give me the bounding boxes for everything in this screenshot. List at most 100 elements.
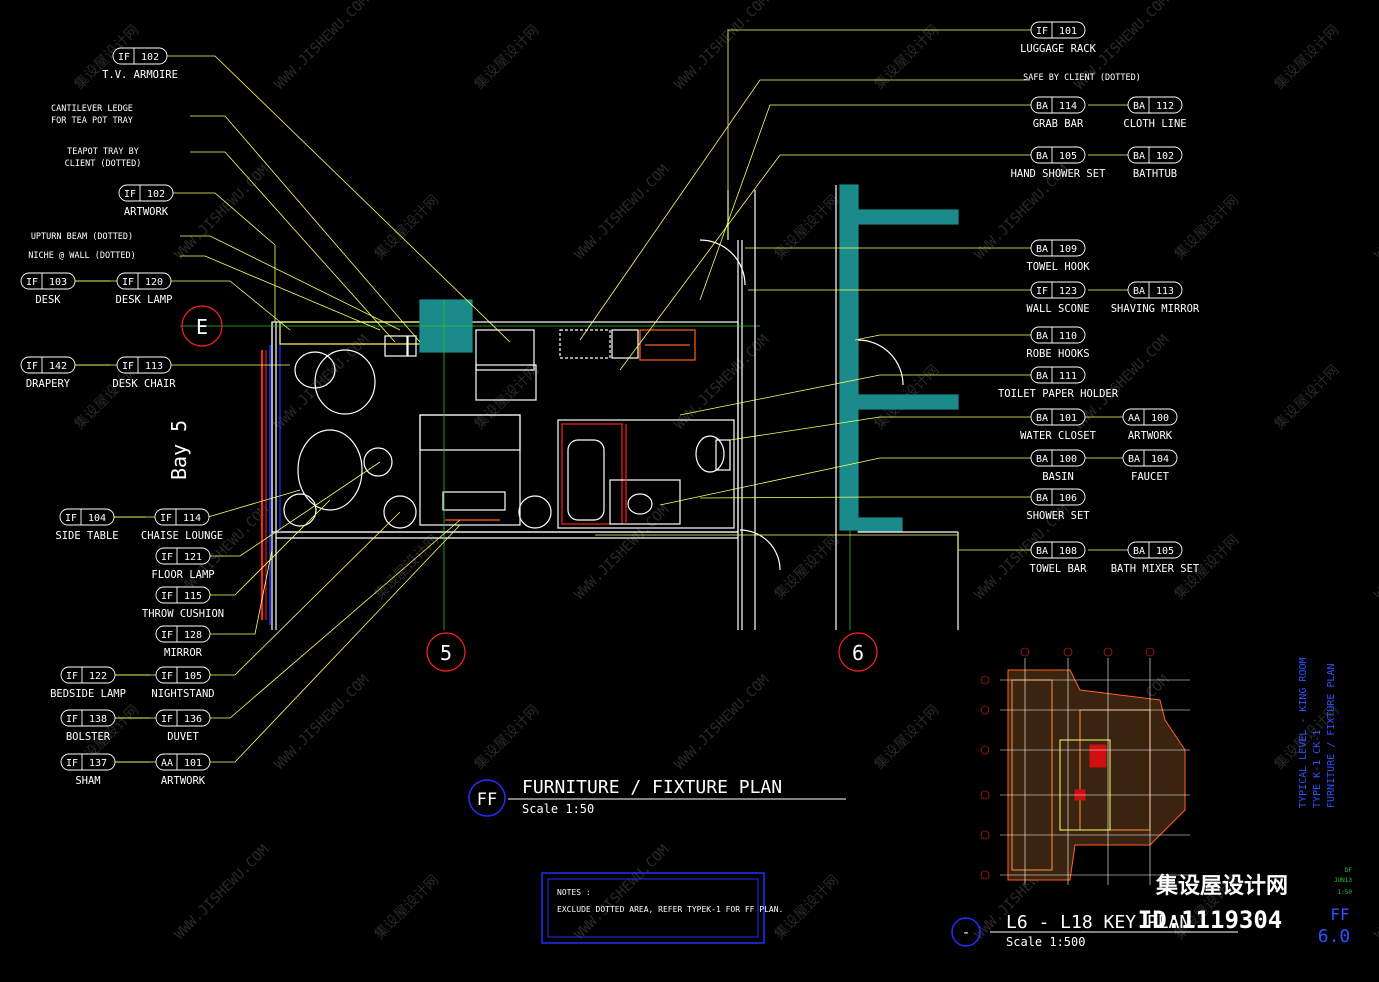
tag-number: 103	[49, 277, 67, 288]
watermark-text: 集设屋设计网	[371, 191, 442, 262]
tag-code: BA	[1036, 413, 1048, 424]
watermark-text: WWW.JISHEWU.COM	[572, 162, 673, 263]
upturn-note: UPTURN BEAM (DOTTED)	[31, 232, 133, 242]
tag-code: IF	[66, 714, 78, 725]
tag-label: SIDE TABLE	[55, 530, 118, 542]
grid-label-5: 5	[440, 641, 452, 665]
tag-label: NIGHTSTAND	[151, 688, 214, 700]
rev-2: JUN13	[1334, 877, 1352, 884]
tag-label: DESK LAMP	[116, 294, 173, 306]
tag-code: IF	[122, 361, 134, 372]
title-block: FF FURNITURE / FIXTURE PLAN Scale 1:50	[468, 777, 846, 817]
tag-label: TOWEL HOOK	[1026, 261, 1090, 273]
tag-label: ARTWORK	[124, 206, 169, 218]
tag-number: 101	[184, 758, 202, 769]
plan-title: FURNITURE / FIXTURE PLAN	[522, 777, 782, 798]
sheet-info: TYPICAL LEVEL - KING ROOM TYPE K-1 CK-1 …	[1298, 657, 1352, 947]
watermark-text: WWW.JISHEWU.COM	[672, 332, 773, 433]
watermark-text: WWW.JISHEWU.COM	[272, 332, 373, 433]
watermark-text: WWW.JISHEWU.COM	[1372, 502, 1379, 603]
watermark-text: 集设屋设计网	[771, 191, 842, 262]
watermark-text: WWW.JISHEWU.COM	[672, 672, 773, 773]
tag-code: BA	[1133, 286, 1145, 297]
tag-code: IF	[1036, 26, 1048, 37]
sheet-title-3: FURNITURE / FIXTURE PLAN	[1326, 664, 1337, 809]
tag-code: IF	[161, 630, 173, 641]
tag-number: 138	[89, 714, 107, 725]
tag-label: THROW CUSHION	[142, 608, 224, 620]
tag-number: 108	[1059, 546, 1077, 557]
tag-label: DUVET	[167, 731, 199, 743]
safe-note: SAFE BY CLIENT (DOTTED)	[1023, 73, 1141, 83]
teapot-note-line2: CLIENT (DOTTED)	[65, 159, 142, 169]
tag-code: BA	[1036, 371, 1048, 382]
tag-code: IF	[1036, 286, 1048, 297]
leader-lines	[48, 29, 1128, 763]
plain-notes: SAFE BY CLIENT (DOTTED) CANTILEVER LEDGE…	[28, 73, 1141, 261]
tag-label: TOWEL BAR	[1030, 563, 1088, 575]
tag-label: CHAISE LOUNGE	[141, 530, 223, 542]
watermark-text: 集设屋设计网	[371, 531, 442, 602]
tag-number: 112	[1156, 101, 1174, 112]
sheet-title-1: TYPICAL LEVEL - KING ROOM	[1298, 657, 1309, 808]
watermark-text: 集设屋设计网	[471, 701, 542, 772]
tag-number: 120	[145, 277, 163, 288]
tag-code: IF	[161, 591, 173, 602]
tag-label: ROBE HOOKS	[1026, 348, 1089, 360]
tag-label: ARTWORK	[161, 775, 206, 787]
watermark-text: 集设屋设计网	[371, 871, 442, 942]
tag-code: BA	[1133, 101, 1145, 112]
plan-scale: Scale 1:50	[522, 802, 594, 816]
tag-label: DESK	[35, 294, 61, 306]
cantilever-note-line1: CANTILEVER LEDGE	[51, 104, 133, 114]
rev-3: 1:50	[1338, 889, 1353, 896]
tag-label: ARTWORK	[1128, 430, 1173, 442]
tag-label: GRAB BAR	[1033, 118, 1084, 130]
tag-number: 100	[1059, 454, 1077, 465]
tag-number: 104	[1151, 454, 1169, 465]
tag-label: WALL SCONE	[1026, 303, 1089, 315]
tag-number: 102	[1156, 151, 1174, 162]
watermark-text: 集设屋设计网	[771, 531, 842, 602]
tag-code: IF	[122, 277, 134, 288]
tag-code: IF	[65, 513, 77, 524]
notes-box: NOTES : EXCLUDE DOTTED AREA, REFER TYPEK…	[541, 872, 783, 944]
watermark-text: WWW.JISHEWU.COM	[172, 162, 273, 263]
watermark-text: WWW.JISHEWU.COM	[172, 842, 273, 943]
tag-label: WATER CLOSET	[1020, 430, 1097, 442]
key-plan-badge: -	[962, 925, 970, 941]
tag-number: 123	[1059, 286, 1077, 297]
watermark-text: 集设屋设计网	[1271, 21, 1342, 92]
tag-code: IF	[66, 671, 78, 682]
tag-number: 110	[1059, 331, 1077, 342]
tag-code: IF	[161, 714, 173, 725]
tag-label: TOILET PAPER HOLDER	[998, 388, 1119, 400]
watermark-text: WWW.JISHEWU.COM	[1372, 162, 1379, 263]
tag-number: 121	[184, 552, 202, 563]
watermark-text: 集设屋设计网	[471, 361, 542, 432]
tag-code: IF	[161, 671, 173, 682]
tag-code: IF	[161, 552, 173, 563]
tag-number: 113	[1156, 286, 1174, 297]
brand-id: ID:1119304	[1138, 906, 1283, 934]
tag-code: BA	[1133, 546, 1145, 557]
notes-heading: NOTES :	[557, 888, 591, 897]
bay-label: Bay 5	[167, 420, 191, 480]
brand-watermark: 集设屋设计网 ID:1119304	[1138, 873, 1288, 934]
title-badge-circle	[468, 779, 506, 817]
tag-label: DRAPERY	[26, 378, 71, 390]
sheet-number-prefix: FF	[1330, 905, 1349, 924]
